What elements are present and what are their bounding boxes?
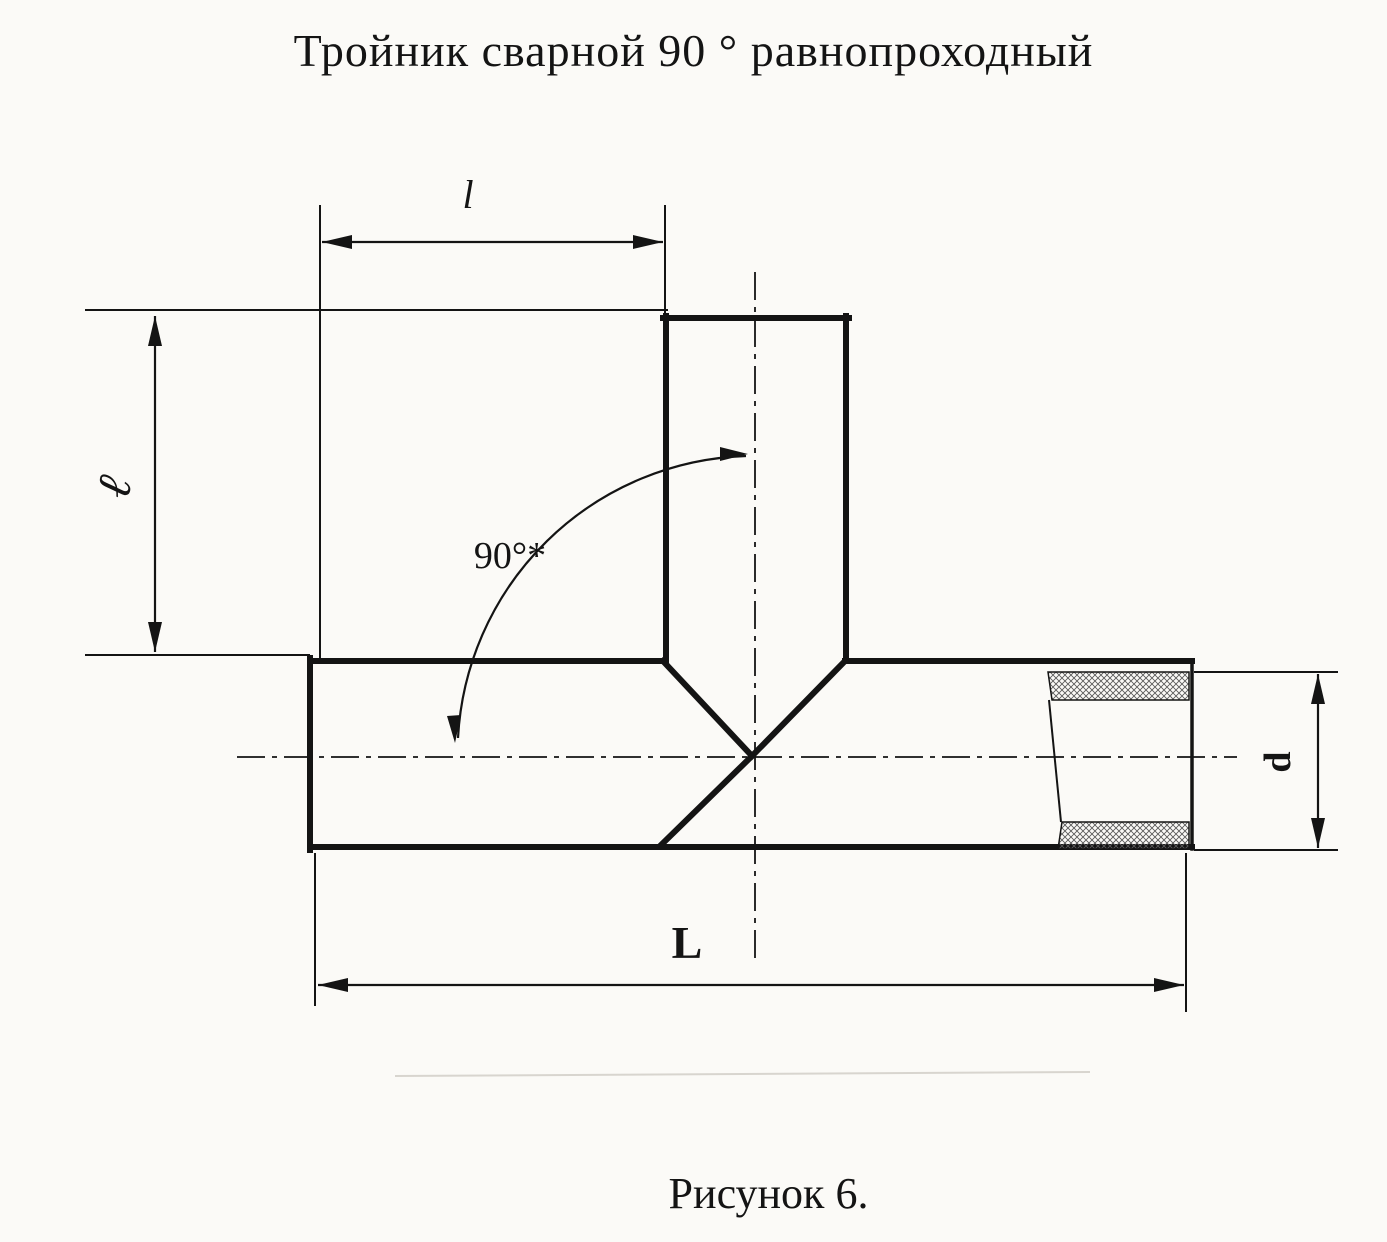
figure-caption: Рисунок 6. xyxy=(668,1169,869,1218)
scan-artifact-line xyxy=(394,1071,1091,1077)
arrowhead xyxy=(1154,978,1184,992)
inner-wall-line xyxy=(1048,699,1062,823)
arrowhead xyxy=(720,447,748,461)
pipe-outline xyxy=(307,313,1195,853)
arrowhead xyxy=(1311,818,1325,848)
dim-label-l: l xyxy=(462,172,473,217)
drawing-title: Тройник сварной 90 ° равнопроходный xyxy=(293,25,1094,76)
weld-vee-right xyxy=(747,656,850,761)
angle-arc xyxy=(456,454,747,739)
extension-lines xyxy=(85,205,1338,1012)
dim-label-L: L xyxy=(672,917,703,968)
arrowhead xyxy=(322,235,352,249)
arrowhead xyxy=(447,715,461,743)
arrowhead xyxy=(318,978,348,992)
centerlines xyxy=(237,272,1237,962)
weld-diagonal-seam xyxy=(656,751,757,850)
weld-vee-left xyxy=(658,656,757,761)
arrowhead xyxy=(633,235,663,249)
arrowhead xyxy=(148,622,162,652)
pipe-wall-section xyxy=(1047,671,1190,850)
arrowhead xyxy=(148,316,162,346)
dimension-lines xyxy=(148,235,1325,992)
wall-hatch-top xyxy=(1047,671,1190,701)
dim-label-ell: ℓ xyxy=(86,471,142,504)
dim-label-d: d xyxy=(1257,751,1299,772)
angle-label: 90°* xyxy=(474,535,546,577)
arrowhead xyxy=(1311,674,1325,704)
wall-hatch-bottom xyxy=(1057,821,1190,850)
